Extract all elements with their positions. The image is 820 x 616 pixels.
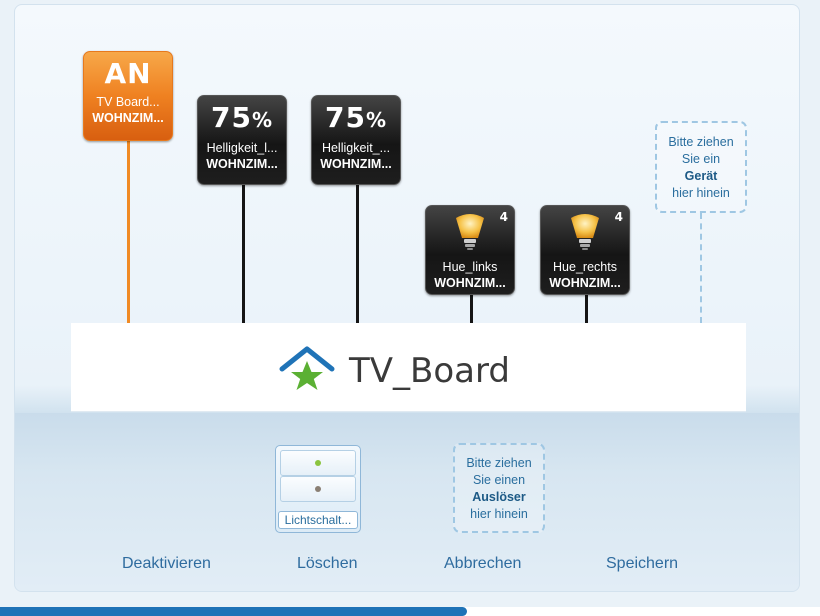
action-bar: Deaktivieren Löschen Abbrechen Speichern	[15, 555, 799, 575]
trigger-light-switch[interactable]: Lichtschalt...	[275, 445, 361, 533]
device-name: Hue_links	[442, 260, 498, 274]
trigger-area	[15, 413, 799, 591]
device-connector	[242, 185, 245, 323]
device-connector	[585, 295, 588, 323]
bulb-icon	[456, 214, 484, 250]
scene-name-bar	[71, 323, 746, 411]
dropzone-text-bold: Gerät	[684, 169, 718, 183]
scene-name: TV_Board	[349, 351, 510, 391]
cancel-button[interactable]: Abbrechen	[444, 555, 522, 572]
switch-lower-rocker[interactable]	[280, 476, 356, 502]
device-state-value: AN	[104, 57, 152, 90]
device-name: TV Board...	[96, 95, 160, 109]
dropzone-text: hier hinein	[672, 186, 730, 200]
device-connector	[470, 295, 473, 323]
dropzone-text-bold: Auslöser	[472, 490, 526, 504]
device-room: WOHNZIM...	[320, 157, 392, 171]
dropzone-text: Sie einen	[472, 473, 526, 487]
dropzone-text: Sie ein	[681, 152, 721, 166]
device-tile-hue-links[interactable]: 4 Hue_links WOHNZIM...	[425, 205, 515, 295]
switch-on-indicator	[315, 460, 321, 466]
save-button[interactable]: Speichern	[606, 555, 679, 572]
device-name: Helligkeit_...	[321, 141, 391, 155]
dropzone-text: Bitte ziehen	[668, 135, 734, 149]
dropzone-connector	[700, 213, 702, 323]
device-brightness-value: 75%	[324, 101, 387, 134]
device-connector	[356, 185, 359, 323]
switch-upper-rocker[interactable]	[280, 450, 356, 476]
bulb-icon	[571, 214, 599, 250]
dropzone-text: hier hinein	[470, 507, 528, 521]
progress-bar	[0, 607, 820, 616]
device-name: Helligkeit_l...	[206, 141, 278, 155]
trigger-dropzone[interactable]: Bitte ziehen Sie einen Auslöser hier hin…	[453, 443, 545, 533]
device-brightness-value: 75%	[210, 101, 273, 134]
device-tile-hue-rechts[interactable]: 4 Hue_rechts WOHNZIM...	[540, 205, 630, 295]
device-tile-helligkeit-1[interactable]: 75% Helligkeit_l... WOHNZIM...	[197, 95, 287, 185]
home-star-icon	[279, 346, 335, 390]
device-room: WOHNZIM...	[549, 276, 621, 290]
device-count-badge: 4	[614, 210, 623, 224]
device-connector	[127, 139, 130, 323]
deactivate-button[interactable]: Deaktivieren	[122, 555, 211, 572]
device-tile-helligkeit-2[interactable]: 75% Helligkeit_... WOHNZIM...	[311, 95, 401, 185]
device-name: Hue_rechts	[553, 260, 617, 274]
progress-bar-fill	[0, 607, 468, 616]
delete-button[interactable]: Löschen	[297, 555, 358, 572]
device-room: WOHNZIM...	[434, 276, 506, 290]
trigger-name: Lichtschalt...	[278, 511, 358, 529]
device-tile-tv-board[interactable]: AN TV Board... WOHNZIM...	[83, 51, 173, 141]
device-room: WOHNZIM...	[92, 111, 164, 125]
device-count-badge: 4	[499, 210, 508, 224]
device-room: WOHNZIM...	[206, 157, 278, 171]
device-dropzone[interactable]: Bitte ziehen Sie ein Gerät hier hinein	[655, 121, 747, 213]
scene-editor-panel: AN TV Board... WOHNZIM... 75% Helligkeit…	[14, 4, 800, 592]
switch-off-indicator	[315, 486, 321, 492]
dropzone-text: Bitte ziehen	[466, 456, 532, 470]
